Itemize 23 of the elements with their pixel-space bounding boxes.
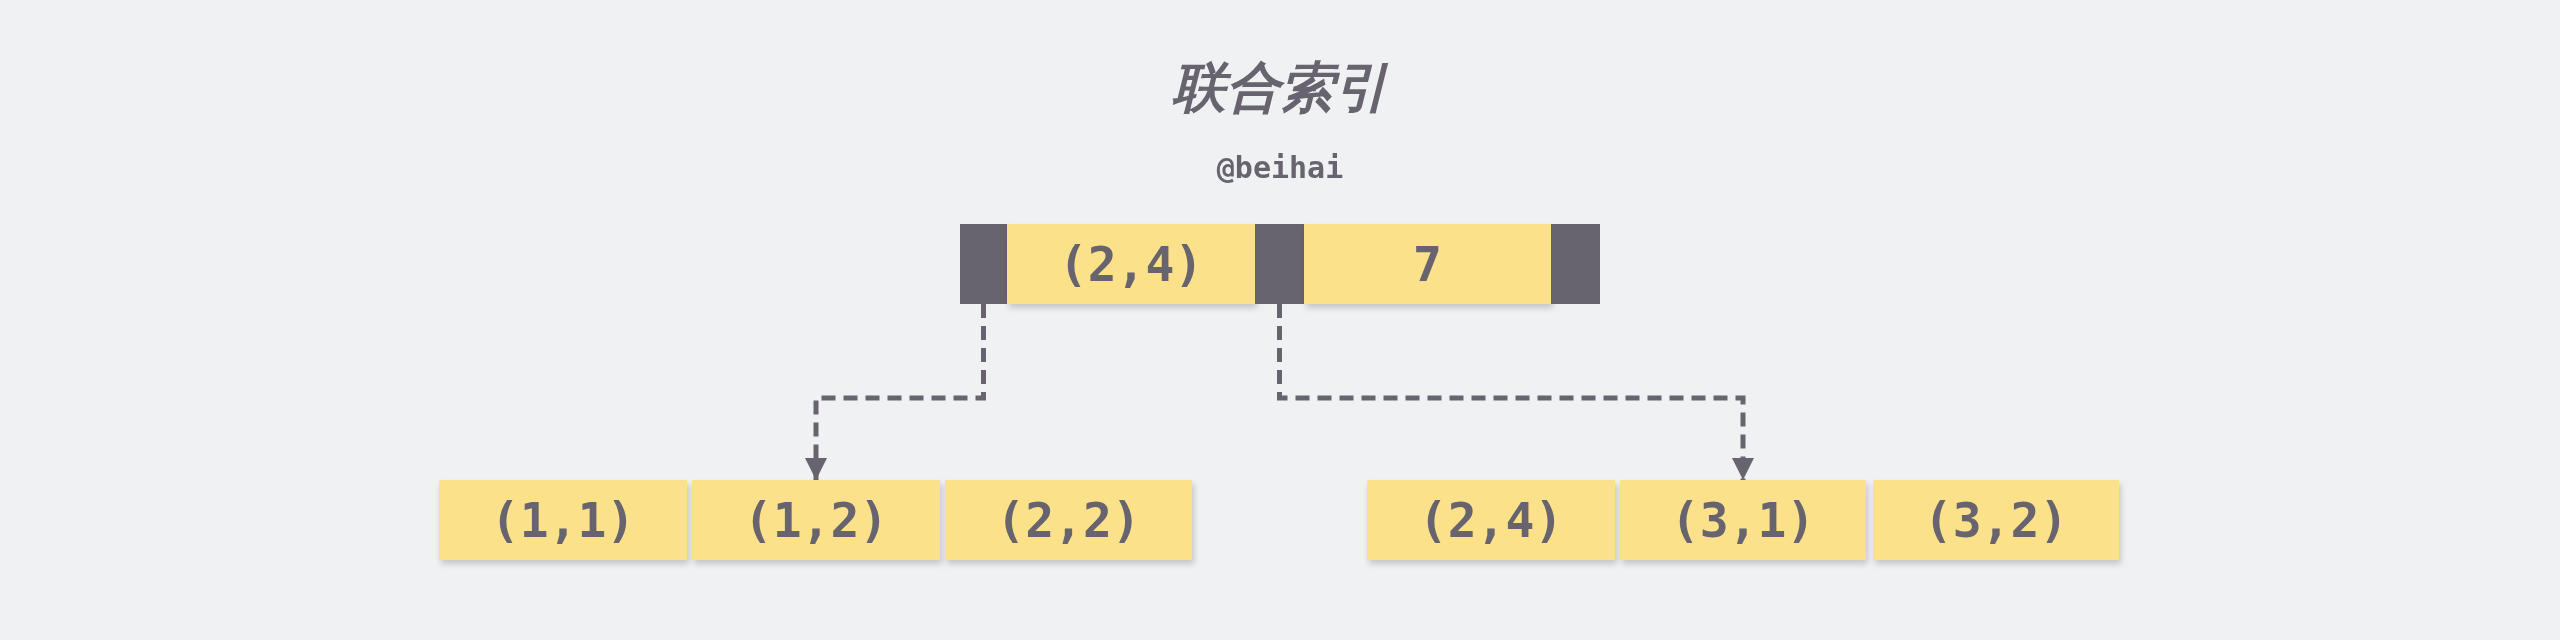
- key-text: (1,1): [490, 492, 636, 548]
- key-text: (3,2): [1923, 492, 2069, 548]
- key-cell: [945, 480, 1192, 560]
- key-cell: [1367, 480, 1615, 560]
- key-text: (1,2): [743, 492, 889, 548]
- pointer-block: [1255, 224, 1304, 304]
- key-text: 7: [1413, 236, 1442, 292]
- arrow: [804, 304, 986, 480]
- author-label: @beihai: [1216, 150, 1344, 185]
- arrow: [1277, 304, 1755, 480]
- key-cell: [1873, 480, 2119, 560]
- key-cell: [1007, 224, 1255, 304]
- key-cell: [1304, 224, 1551, 304]
- title: 联合索引: [1172, 56, 1388, 119]
- pointer-block: [1551, 224, 1600, 304]
- key-text: (2,2): [996, 492, 1141, 548]
- key-text: (2,4): [1058, 236, 1204, 292]
- key-cell: [439, 480, 687, 560]
- key-text: (3,1): [1670, 492, 1816, 548]
- key-cell: [1620, 480, 1866, 560]
- key-cell: [692, 480, 940, 560]
- key-text: (2,4): [1418, 492, 1564, 548]
- pointer-block: [960, 224, 1007, 304]
